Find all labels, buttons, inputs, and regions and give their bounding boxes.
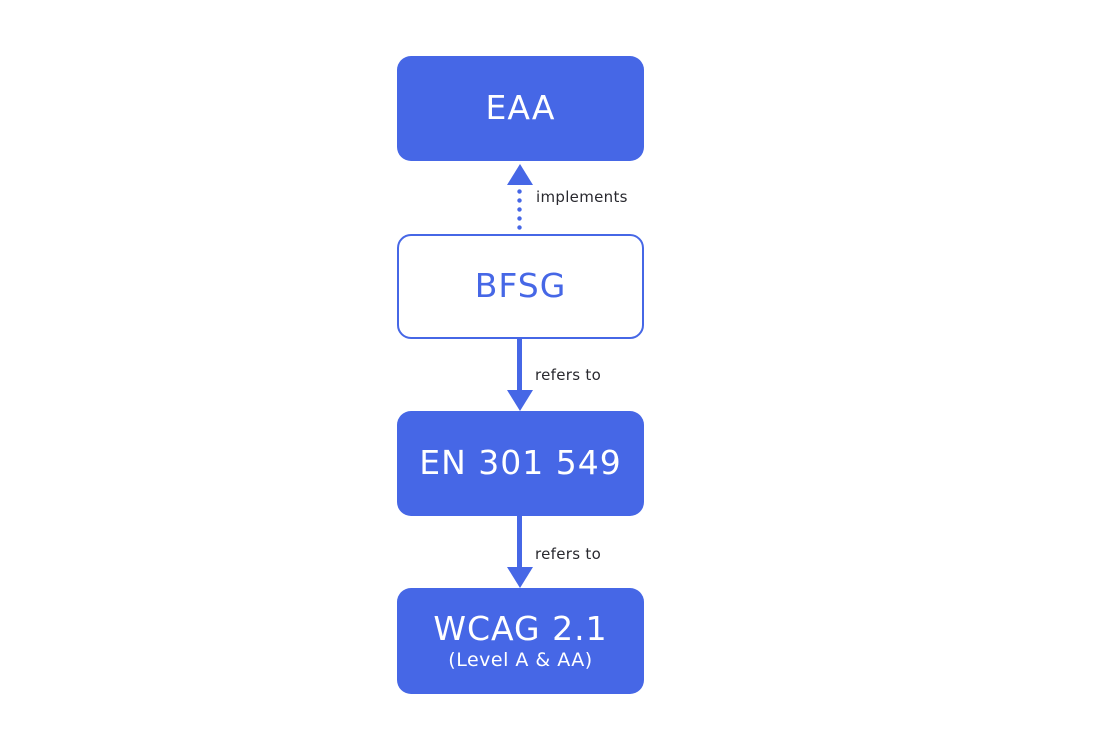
node-bfsg-label: BFSG [474, 266, 567, 306]
node-bfsg: BFSG [397, 234, 644, 339]
node-eaa: EAA [397, 56, 644, 161]
node-wcag-2-1-sublabel: (Level A & AA) [448, 649, 593, 672]
node-wcag-2-1: WCAG 2.1 (Level A & AA) [397, 588, 644, 694]
solid-connector-en301549-wcag21 [517, 516, 522, 568]
edge-label-refers-to-2: refers to [535, 545, 602, 563]
node-en-301-549-label: EN 301 549 [419, 443, 622, 483]
node-wcag-2-1-label: WCAG 2.1 [433, 608, 608, 648]
edge-label-implements: implements [536, 188, 628, 206]
node-en-301-549: EN 301 549 [397, 411, 644, 516]
arrowhead-down-icon [507, 567, 533, 588]
node-eaa-label: EAA [485, 88, 556, 128]
arrowhead-down-icon [507, 390, 533, 411]
arrowhead-up-icon [507, 164, 533, 185]
edge-label-refers-to-1: refers to [535, 366, 602, 384]
dotted-connector-bfsg-eaa [517, 187, 522, 234]
solid-connector-bfsg-en301549 [517, 339, 522, 391]
